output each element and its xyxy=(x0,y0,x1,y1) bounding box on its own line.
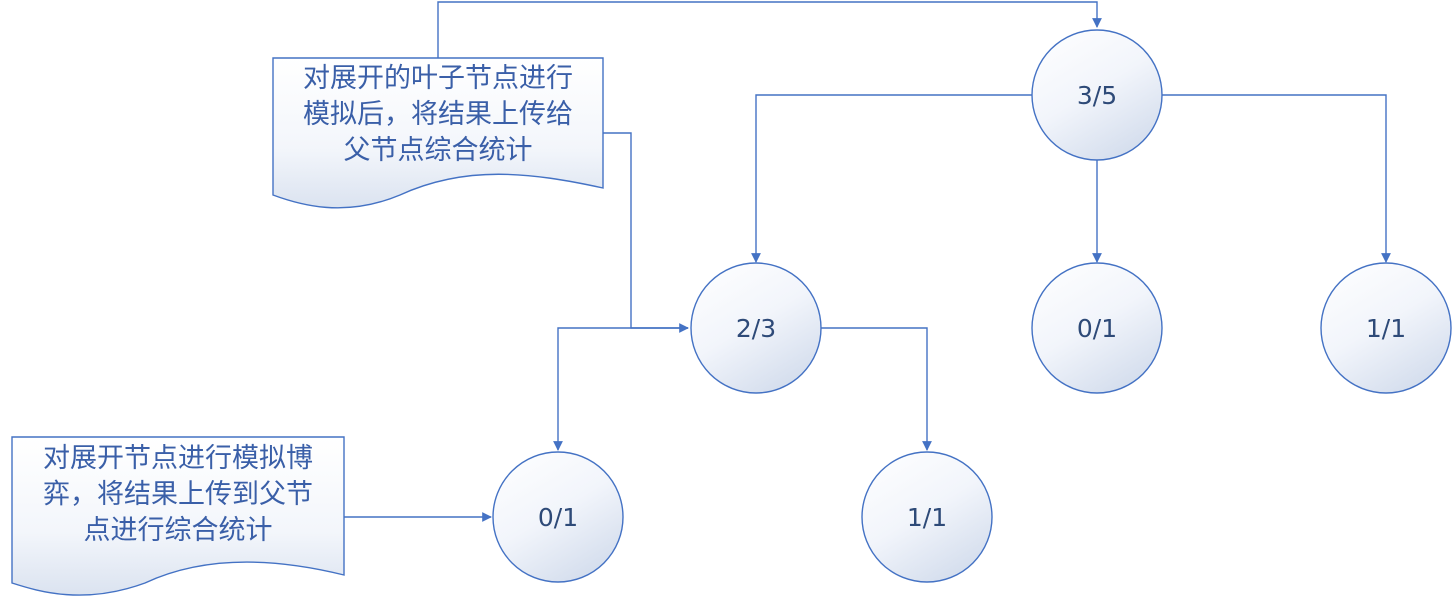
note-top-line-1: 对展开的叶子节点进行 xyxy=(303,63,573,94)
connector-root-to-mid-right xyxy=(1161,94,1391,263)
note-bottom: 对展开节点进行模拟博 弈，将结果上传到父节 点进行综合统计 xyxy=(11,436,345,596)
note-bottom-line-2: 弈，将结果上传到父节 xyxy=(43,479,313,510)
node-leaf-left-label: 0/1 xyxy=(538,503,578,532)
note-bottom-line-3: 点进行综合统计 xyxy=(84,515,273,546)
node-mid-left-label: 2/3 xyxy=(736,314,776,343)
connector-top-note-to-mid-left xyxy=(603,132,689,333)
note-top: 对展开的叶子节点进行 模拟后，将结果上传给 父节点综合统计 xyxy=(272,57,604,209)
tree-nodes: 3/5 2/3 0/1 1/1 0/1 1/1 xyxy=(492,29,1452,583)
connector-root-to-mid-left xyxy=(751,94,1033,263)
node-root-label: 3/5 xyxy=(1077,81,1117,110)
note-bottom-line-1: 对展开节点进行模拟博 xyxy=(43,443,313,474)
node-leaf-right-label: 1/1 xyxy=(907,503,947,532)
note-top-line-3: 父节点综合统计 xyxy=(344,135,533,166)
node-mid-right-label: 1/1 xyxy=(1366,314,1406,343)
node-mid-center: 0/1 xyxy=(1031,262,1163,394)
note-top-line-2: 模拟后，将结果上传给 xyxy=(303,99,573,130)
connector-mid-left-to-leaf-left xyxy=(553,327,688,451)
connector-mid-left-to-leaf-right xyxy=(820,327,932,451)
connectors xyxy=(344,1,1391,522)
node-root: 3/5 xyxy=(1031,29,1163,161)
node-mid-left: 2/3 xyxy=(690,262,822,394)
node-leaf-right: 1/1 xyxy=(861,451,993,583)
node-leaf-left: 0/1 xyxy=(492,451,624,583)
note-bottom-shape xyxy=(11,436,345,596)
connector-top-note-to-root xyxy=(437,1,1102,58)
node-mid-center-label: 0/1 xyxy=(1077,314,1117,343)
node-mid-right: 1/1 xyxy=(1320,262,1452,394)
note-top-shape xyxy=(272,57,604,209)
